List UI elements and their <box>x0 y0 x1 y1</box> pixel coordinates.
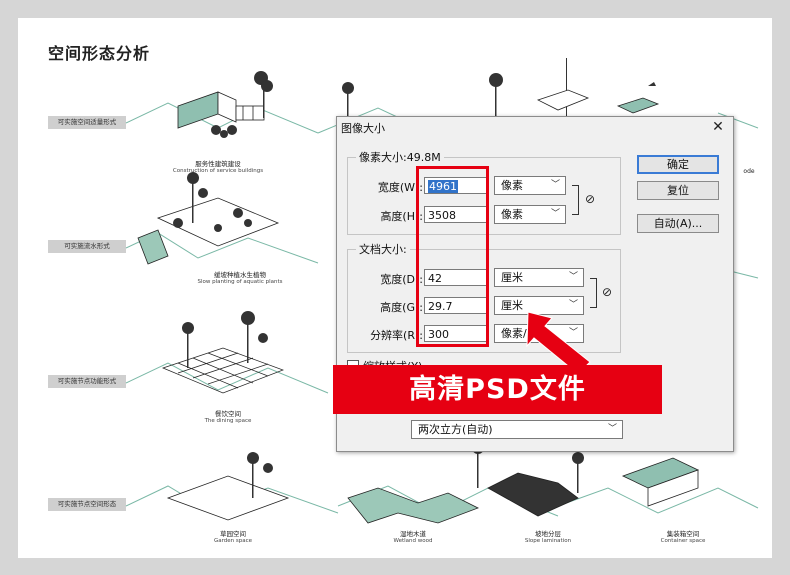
pixel-height-input[interactable]: 3508 <box>424 206 489 223</box>
caption-service-en: Construction of service buildings <box>172 168 264 174</box>
caption-garden-en: Garden space <box>213 538 253 544</box>
chevron-down-icon: ﹀ <box>568 272 578 282</box>
row-tag-2: 可实施流水形式 <box>48 240 126 253</box>
pixel-height-unit: 像素 <box>501 208 523 221</box>
pixel-width-unit-select[interactable]: 像素 ﹀ <box>494 176 566 195</box>
caption-aquatic: 缓坡种植水生植物 Slow planting of aquatic plants <box>190 269 290 285</box>
caption-aquatic-en: Slow planting of aquatic plants <box>197 279 283 285</box>
caption-partial-right: ode <box>743 168 755 175</box>
pixel-link-bracket <box>572 185 579 215</box>
caption-slope-en: Slope lamination <box>524 538 572 544</box>
sheet-title: 空间形态分析 <box>48 44 151 63</box>
caption-aquatic-zh: 缓坡种植水生植物 <box>214 271 266 279</box>
doc-height-unit: 厘米 <box>501 299 523 312</box>
reset-button[interactable]: 复位 <box>637 181 719 200</box>
doc-height-input[interactable]: 29.7 <box>424 297 489 314</box>
pixel-height-unit-select[interactable]: 像素 ﹀ <box>494 205 566 224</box>
caption-dining: 餐饮空间 The dining space <box>188 408 268 424</box>
doc-height-label: 高度(G): <box>380 301 423 314</box>
caption-wetland-zh: 湿地木道 <box>400 530 426 538</box>
hd-psd-banner: 高清PSD文件 <box>333 365 662 414</box>
dialog-title: 图像大小 <box>341 122 385 135</box>
caption-dining-zh: 餐饮空间 <box>215 410 241 418</box>
highlight-box <box>416 166 489 347</box>
row-tag-1: 可实施空间适量形式 <box>48 116 126 129</box>
chevron-down-icon: ﹀ <box>568 328 578 338</box>
chain-link-icon: ⊘ <box>602 285 613 299</box>
pixel-dimensions-legend: 像素大小:49.8M <box>359 151 441 164</box>
resolution-input[interactable]: 300 <box>424 325 489 342</box>
document-size-legend: 文档大小: <box>359 243 407 256</box>
caption-container: 集装箱空间 Container space <box>643 528 723 544</box>
doc-link-bracket <box>590 278 597 308</box>
chevron-down-icon: ﹀ <box>607 424 617 434</box>
chevron-down-icon: ﹀ <box>568 300 578 310</box>
chevron-down-icon: ﹀ <box>550 180 560 190</box>
caption-container-en: Container space <box>660 538 706 544</box>
resample-method-value: 两次立方(自动) <box>418 423 493 436</box>
caption-wetland-en: Wetland wood <box>393 538 433 544</box>
caption-slope: 坡地分层 Slope lamination <box>508 528 588 544</box>
resolution-label: 分辨率(R): <box>370 329 423 342</box>
row-tag-4: 可实施节点空间形态 <box>48 498 126 511</box>
caption-garden: 草园空间 Garden space <box>198 528 268 544</box>
caption-service-zh: 服务性建筑建设 <box>195 160 241 168</box>
caption-service: 服务性建筑建设 Construction of service building… <box>168 158 268 174</box>
auto-button[interactable]: 自动(A)... <box>637 214 719 233</box>
pixel-width-unit: 像素 <box>501 179 523 192</box>
row-tag-3: 可实施节点功能形式 <box>48 375 126 388</box>
caption-container-zh: 集装箱空间 <box>666 530 700 538</box>
ok-button[interactable]: 确定 <box>637 155 719 174</box>
doc-width-label: 宽度(D): <box>380 273 423 286</box>
resample-method-select[interactable]: 两次立方(自动) ﹀ <box>411 420 623 439</box>
pixel-width-value: 4961 <box>428 180 458 193</box>
pixel-width-input[interactable]: 4961 <box>424 177 489 194</box>
document-size-group: 文档大小: <box>347 241 621 353</box>
landscape-illustrations <box>125 58 759 524</box>
close-icon[interactable]: ✕ <box>712 119 724 135</box>
pixel-width-label: 宽度(W): <box>377 181 423 194</box>
chevron-down-icon: ﹀ <box>550 209 560 219</box>
chain-link-icon: ⊘ <box>585 192 596 206</box>
doc-width-unit: 厘米 <box>501 271 523 284</box>
caption-slope-zh: 坡地分层 <box>535 530 561 538</box>
doc-width-unit-select[interactable]: 厘米 ﹀ <box>494 268 584 287</box>
pixel-dimensions-group: 像素大小:49.8M <box>347 149 621 235</box>
caption-dining-en: The dining space <box>204 418 252 424</box>
caption-garden-zh: 草园空间 <box>220 530 246 538</box>
caption-wetland: 湿地木道 Wetland wood <box>378 528 448 544</box>
pixel-height-label: 高度(H): <box>380 210 423 223</box>
